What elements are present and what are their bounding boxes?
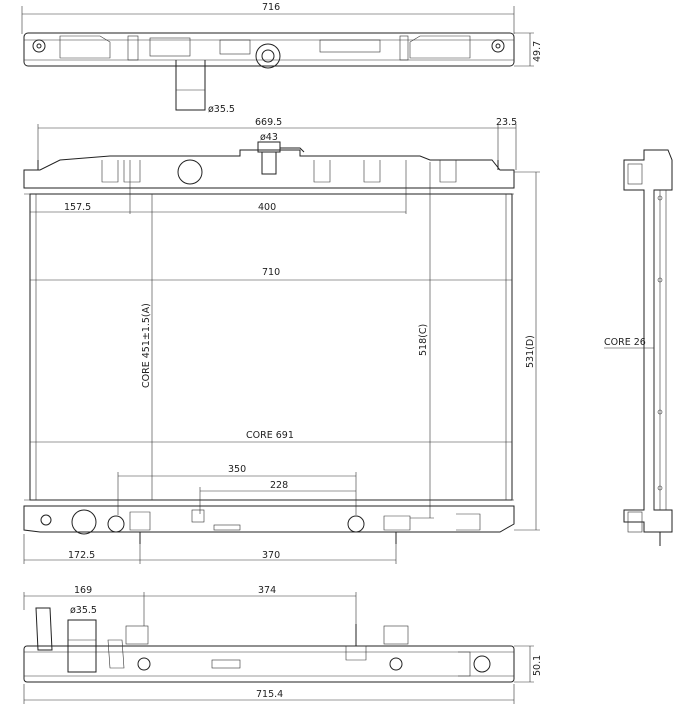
front-bottom-span-label: 370 [262,550,280,561]
front-core-width-label: CORE 691 [246,430,294,441]
front-d-dim-label: 531(D) [525,335,536,368]
top-inlet-label: ø35.5 [208,104,235,115]
front-core-height-label: CORE 451±1.5(A) [141,303,152,388]
top-width-label: 716 [262,2,280,13]
front-bottom-left-label: 172.5 [68,550,95,561]
front-right-offset-label: 23.5 [496,117,517,128]
bottom-outlet-label: ø35.5 [70,605,97,616]
bottom-span-label: 374 [258,585,276,596]
side-core-thickness-label: CORE 26 [604,337,646,348]
front-mount-span-label: 669.5 [255,117,282,128]
front-bracket-span-label: 400 [258,202,276,213]
front-c-dim-label: 518(C) [418,324,429,356]
front-cap-label: ø43 [260,132,278,143]
side-view: CORE 26 [604,149,673,546]
bottom-height-label: 50.1 [532,655,543,676]
front-view: 669.5 23.5 ø43 157.5 400 710 [23,117,540,564]
front-350-label: 350 [228,464,246,475]
front-left-offset-label: 157.5 [64,202,91,213]
front-tank-width-label: 710 [262,267,280,278]
bottom-view: 169 374 ø35.5 50.1 715.4 [23,585,543,704]
bottom-width-label: 715.4 [256,689,283,700]
top-view: 716 49.7 ø35.5 [21,2,543,115]
bottom-left-label: 169 [74,585,92,596]
top-height-label: 49.7 [532,41,543,62]
front-228-label: 228 [270,480,288,491]
